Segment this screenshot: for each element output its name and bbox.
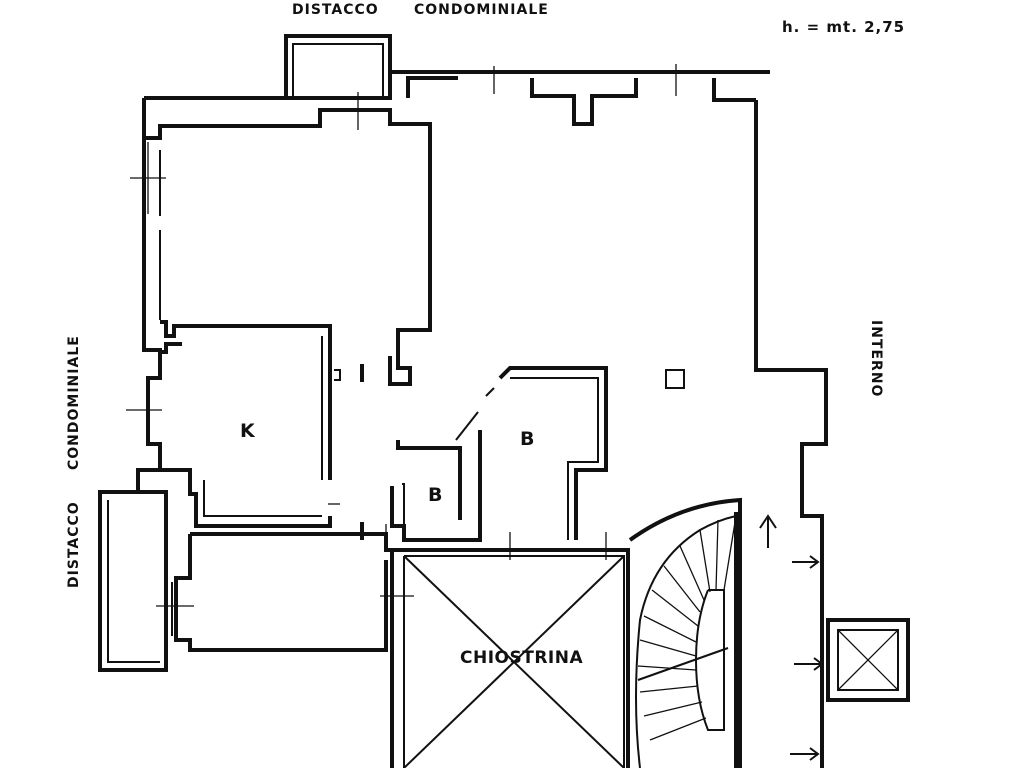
top-distacco-label: DISTACCO xyxy=(292,2,379,18)
elevator-shaft xyxy=(826,618,910,702)
spiral-staircase xyxy=(628,497,742,768)
right-interno-label: INTERNO xyxy=(868,320,884,398)
courtyard-label: CHIOSTRINA xyxy=(460,648,584,668)
entrance-arrows xyxy=(759,514,824,761)
left-condominiale-label: CONDOMINIALE xyxy=(66,335,82,470)
height-note: h. = mt. 2,75 xyxy=(782,18,906,36)
window-marks xyxy=(126,64,677,630)
courtyard xyxy=(390,548,630,768)
bathroom-small-label: B xyxy=(428,484,443,506)
outer-walls xyxy=(136,34,828,768)
top-condominiale-label: CONDOMINIALE xyxy=(414,2,549,18)
bathroom-large-label: B xyxy=(520,428,535,450)
kitchen-label: K xyxy=(240,420,256,442)
interior-walls xyxy=(158,320,685,542)
left-distacco-label: DISTACCO xyxy=(66,501,82,588)
lower-left-room xyxy=(98,490,392,672)
